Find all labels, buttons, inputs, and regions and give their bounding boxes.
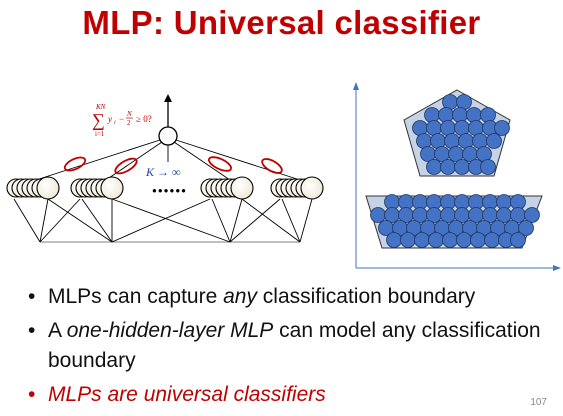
ball <box>470 232 486 248</box>
bullet-item: • A one-hidden-layer MLP can model any c… <box>28 316 548 376</box>
ball <box>486 133 502 149</box>
slide-title: MLP: Universal classifier <box>82 4 481 41</box>
ball <box>480 107 496 123</box>
ellipsis-dots: ●●●●●● <box>152 186 187 195</box>
sum-lower: i=1 <box>95 130 105 138</box>
svg-text:2: 2 <box>127 119 131 127</box>
network-diagram: KN ∑ i=1 y i − N 2 ≥ 0? K → ∞ <box>0 92 340 257</box>
svg-text:y: y <box>107 114 112 124</box>
svg-text:∑: ∑ <box>92 110 105 130</box>
ball <box>456 232 472 248</box>
svg-text:N: N <box>126 110 132 118</box>
ball <box>518 220 534 236</box>
ball <box>452 107 468 123</box>
bullet-dot: • <box>28 383 36 406</box>
ball <box>428 232 444 248</box>
bullet-list: • MLPs can capture any classification bo… <box>28 282 548 414</box>
ball-cluster <box>370 94 540 248</box>
ball <box>480 159 496 175</box>
hidden-nodes <box>6 176 324 200</box>
ball <box>484 232 500 248</box>
ball <box>454 159 470 175</box>
svg-text:−: − <box>119 114 124 124</box>
k-infinity-label: K → ∞ <box>145 165 181 179</box>
bullet-item-highlight: • MLPs are universal classifiers <box>28 380 548 410</box>
ball <box>414 232 430 248</box>
bullet-dot: • <box>28 319 36 342</box>
page-number: 107 <box>530 397 547 408</box>
ball <box>370 207 386 223</box>
ball <box>440 159 456 175</box>
sum-upper: KN <box>95 103 106 111</box>
input-edges <box>13 198 313 243</box>
decision-region-figure <box>342 78 562 283</box>
bullet-dot: • <box>28 285 36 308</box>
bullet-item: • MLPs can capture any classification bo… <box>28 282 548 312</box>
ball <box>494 120 510 136</box>
ball <box>510 232 526 248</box>
ball <box>400 232 416 248</box>
threshold-equation: KN ∑ i=1 y i − N 2 ≥ 0? <box>92 103 152 138</box>
ball <box>442 232 458 248</box>
ball <box>386 232 402 248</box>
red-ellipses <box>63 156 283 175</box>
arrow-head <box>164 94 172 102</box>
ball <box>438 107 454 123</box>
svg-text:i: i <box>114 120 116 126</box>
ball <box>426 159 442 175</box>
ball <box>424 107 440 123</box>
svg-text:≥ 0?: ≥ 0? <box>136 114 152 124</box>
ball <box>524 207 540 223</box>
ball <box>466 107 482 123</box>
